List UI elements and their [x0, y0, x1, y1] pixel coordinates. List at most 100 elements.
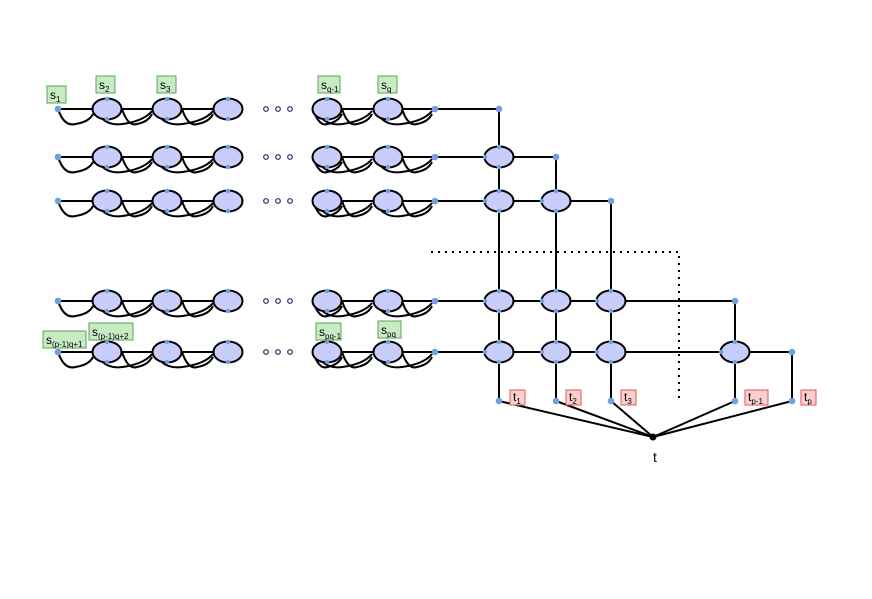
row-end-dot [431, 348, 439, 356]
sink-terminal-dot [731, 397, 739, 405]
detour-curve [57, 156, 94, 174]
source-label: s3 [156, 75, 177, 94]
node-port [496, 359, 502, 365]
label-subscript: 1 [56, 95, 61, 104]
node-port [553, 359, 559, 365]
detour-curve [401, 156, 433, 174]
grid-node [540, 340, 572, 364]
sink-terminal-dot [552, 397, 560, 405]
grid-corner-dot [788, 348, 796, 356]
node-port [104, 96, 110, 102]
label-subscript: 3 [627, 397, 632, 406]
detour-curve [121, 300, 153, 318]
ellipsis-dot [263, 349, 269, 355]
label-box [46, 85, 67, 104]
node-port [324, 308, 330, 314]
label-subscript: q [387, 85, 391, 94]
label-box [42, 330, 87, 349]
grid-node [540, 289, 572, 313]
label-box [156, 75, 177, 94]
source-label: s1 [46, 85, 67, 104]
node-port [608, 339, 614, 345]
detour-curve [341, 351, 373, 369]
ellipsis-dot [287, 198, 293, 204]
row-start-dot [54, 348, 62, 356]
node-port [104, 339, 110, 345]
node-port [225, 96, 231, 102]
node-port [594, 298, 600, 304]
node-port [104, 116, 110, 122]
row-start-dot [54, 197, 62, 205]
label-base: t [569, 390, 573, 404]
node-port [385, 164, 391, 170]
ellipsis-dot [287, 106, 293, 112]
label-box [95, 75, 116, 94]
node-port [104, 288, 110, 294]
sink-label: t [653, 449, 657, 465]
label-base: t [513, 390, 517, 404]
node-port [324, 144, 330, 150]
ellipsis-dot [275, 349, 281, 355]
chain-node [91, 289, 123, 313]
source-label: s(p-1)q+2 [88, 322, 134, 341]
source-label: spq [377, 320, 402, 339]
detour-curve [57, 300, 94, 318]
label-box [565, 389, 582, 406]
node-port [324, 164, 330, 170]
row-start-dot [54, 105, 62, 113]
label-text: sq-1 [321, 78, 339, 94]
node-port [225, 359, 231, 365]
node-port [482, 298, 488, 304]
detour-curve [181, 351, 214, 369]
row-end-dot [431, 153, 439, 161]
chain-node [151, 289, 183, 313]
label-subscript: 1 [516, 397, 521, 406]
label-box [88, 322, 134, 341]
grid-node [483, 189, 515, 213]
row-end-dot [431, 297, 439, 305]
grid-node [540, 189, 572, 213]
label-base: t [624, 390, 628, 404]
chain-node [151, 340, 183, 364]
ellipsis-dot [263, 198, 269, 204]
sink-edge [498, 400, 654, 438]
chain-node [151, 189, 183, 213]
label-text: s3 [160, 78, 171, 94]
node-port [225, 308, 231, 314]
node-port [718, 349, 724, 355]
detour-curve [57, 200, 94, 218]
node-port [385, 188, 391, 194]
node-port [324, 116, 330, 122]
node-port [385, 144, 391, 150]
detour-curve [181, 156, 214, 174]
node-port [553, 308, 559, 314]
node-port [385, 308, 391, 314]
label-subscript: pq [387, 330, 396, 339]
node-port [482, 349, 488, 355]
grid-corner-dot [731, 297, 739, 305]
node-port [732, 359, 738, 365]
detour-curve [121, 351, 153, 369]
ellipsis-dot [287, 298, 293, 304]
grid-node [719, 340, 751, 364]
node-port [164, 188, 170, 194]
node-port [496, 144, 502, 150]
label-box [377, 75, 398, 94]
node-port [164, 288, 170, 294]
row-end-dot [431, 197, 439, 205]
label-base: s [160, 78, 166, 92]
ellipsis-dot [287, 349, 293, 355]
label-subscript: pq-1 [325, 332, 342, 341]
chain-node [311, 189, 343, 213]
chain-node [372, 97, 404, 121]
chain-node [311, 289, 343, 313]
chain-node [212, 97, 244, 121]
chain-node [311, 145, 343, 169]
label-text: tp-1 [748, 390, 763, 406]
ellipsis-dot [275, 106, 281, 112]
node-port [164, 116, 170, 122]
sink-node [649, 433, 657, 441]
chain-node [151, 97, 183, 121]
node-port [164, 208, 170, 214]
